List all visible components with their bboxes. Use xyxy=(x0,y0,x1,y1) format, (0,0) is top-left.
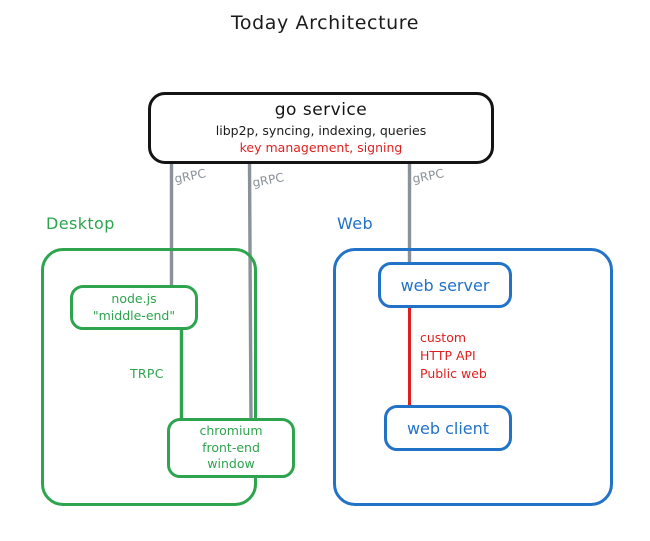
chromium-label-line3: window xyxy=(207,456,255,472)
http-api-label-line3: Public web xyxy=(420,366,487,382)
go-service-subtitle: libp2p, syncing, indexing, queries xyxy=(215,123,427,139)
page-title: Today Architecture xyxy=(230,12,420,34)
web-server-label: web server xyxy=(400,275,490,295)
nodejs-node[interactable]: node.js "middle-end" xyxy=(70,285,198,330)
web-group xyxy=(333,248,613,506)
nodejs-label-line2: "middle-end" xyxy=(92,307,176,323)
go-service-node[interactable]: go service libp2p, syncing, indexing, qu… xyxy=(148,92,494,164)
web-server-node[interactable]: web server xyxy=(378,262,512,308)
trpc-edge-label: TRPC xyxy=(130,366,164,381)
nodejs-label-line1: node.js xyxy=(111,290,157,306)
http-api-edge-label: custom HTTP API Public web xyxy=(420,329,487,383)
http-api-label-line2: HTTP API xyxy=(420,348,476,364)
http-api-label-line1: custom xyxy=(420,330,467,345)
chromium-label-line2: front-end xyxy=(202,439,260,455)
grpc-edge-label-2: gRPC xyxy=(251,170,285,190)
web-group-label: Web xyxy=(337,214,374,233)
go-service-key-management: key management, signing xyxy=(239,140,403,155)
grpc-edge-label-3: gRPC xyxy=(411,166,445,186)
go-service-title: go service xyxy=(274,100,368,121)
desktop-group-label: Desktop xyxy=(46,214,115,233)
web-client-node[interactable]: web client xyxy=(384,405,512,451)
desktop-group xyxy=(41,248,257,506)
chromium-node[interactable]: chromium front-end window xyxy=(167,418,295,478)
grpc-edge-label-1: gRPC xyxy=(173,166,207,186)
chromium-label-line1: chromium xyxy=(199,422,263,438)
web-client-label: web client xyxy=(406,418,490,438)
